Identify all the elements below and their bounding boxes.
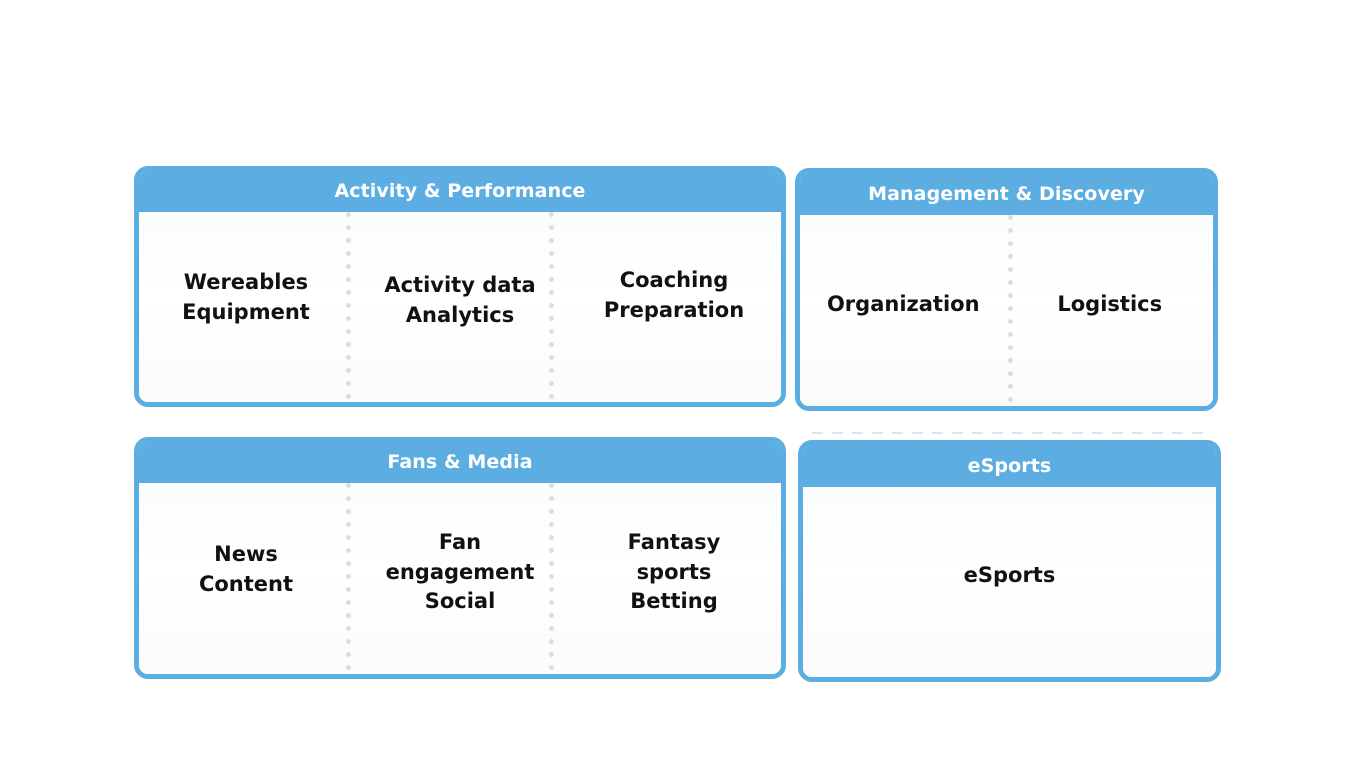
card-title-esports: eSports: [803, 445, 1216, 487]
cell-news-content[interactable]: News Content: [139, 483, 353, 674]
cell-label: Activity data Analytics: [384, 273, 536, 327]
card-fans-media[interactable]: Fans & Media News Content Fan engagement…: [134, 437, 786, 679]
card-body-fans-media: News Content Fan engagement Social Fanta…: [139, 483, 781, 674]
cell-fan-engagement-social[interactable]: Fan engagement Social: [353, 483, 567, 674]
cell-esports[interactable]: eSports: [803, 487, 1216, 677]
cell-logistics[interactable]: Logistics: [1007, 215, 1214, 406]
card-title-management-discovery: Management & Discovery: [800, 173, 1213, 215]
card-esports[interactable]: eSports eSports: [798, 440, 1221, 682]
cell-label: Logistics: [1057, 291, 1163, 316]
cell-label: News Content: [198, 541, 294, 596]
card-title-activity-performance: Activity & Performance: [139, 171, 781, 212]
cell-wereables-equipment[interactable]: Wereables Equipment: [139, 212, 353, 402]
card-management-discovery[interactable]: Management & Discovery Organization Logi…: [795, 168, 1218, 411]
cell-label: Organization: [826, 291, 980, 316]
cell-label: Fan engagement Social: [385, 529, 535, 614]
card-body-activity-performance: Wereables Equipment Activity data Analyt…: [139, 212, 781, 402]
cell-activity-data-analytics[interactable]: Activity data Analytics: [353, 212, 567, 402]
card-title-fans-media: Fans & Media: [139, 442, 781, 483]
card-body-management-discovery: Organization Logistics: [800, 215, 1213, 406]
cell-organization[interactable]: Organization: [800, 215, 1007, 406]
cell-label: Coaching Preparation: [603, 268, 745, 322]
cell-fantasy-sports-betting[interactable]: Fantasy sports Betting: [567, 483, 781, 674]
card-activity-performance[interactable]: Activity & Performance Wereables Equipme…: [134, 166, 786, 407]
cell-label: Wereables Equipment: [182, 270, 310, 324]
cell-label: Fantasy sports Betting: [627, 529, 721, 614]
cell-coaching-preparation[interactable]: Coaching Preparation: [567, 212, 781, 402]
decorative-dashed-rule: [812, 432, 1212, 434]
card-body-esports: eSports: [803, 487, 1216, 677]
cell-label: eSports: [963, 563, 1056, 588]
